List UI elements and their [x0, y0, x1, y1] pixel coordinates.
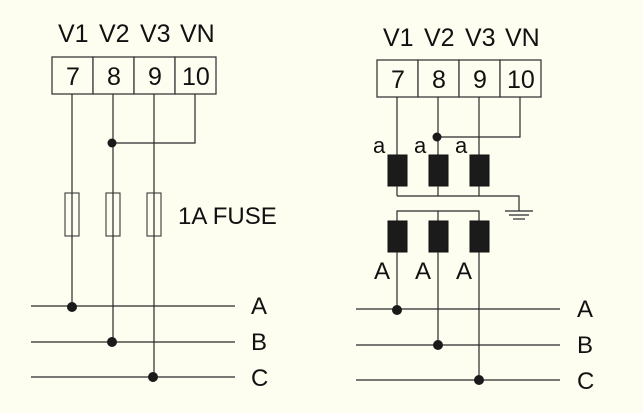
right-terminal-label-9: 9	[473, 66, 487, 94]
right-junction-a	[392, 305, 402, 315]
left-diagram: V1 V2 V3 VN 7 8 9 10 1A FUSE	[31, 20, 277, 392]
right-junction-c	[474, 375, 484, 385]
primary-label-3: A	[456, 258, 472, 285]
pt-primary-3	[469, 220, 490, 253]
left-wire-vn	[113, 94, 196, 144]
secondary-label-2: a	[414, 133, 427, 158]
secondary-label-3: a	[455, 133, 468, 158]
right-terminal-label-7: 7	[391, 66, 405, 94]
ground-icon	[505, 210, 533, 220]
left-terminal-label-10: 10	[182, 63, 210, 91]
right-junction-b	[433, 340, 443, 350]
left-terminal-label-8: 8	[107, 63, 121, 91]
left-junction-a	[67, 302, 77, 312]
right-header-v1: V1	[383, 24, 414, 52]
left-terminal-block: 7 8 9 10	[51, 56, 217, 95]
right-terminal-block: 7 8 9 10	[376, 59, 542, 98]
pt-secondary-3	[469, 154, 490, 187]
right-phase-label-a: A	[577, 296, 593, 323]
right-terminal-label-10: 10	[507, 66, 535, 94]
left-terminal-7	[51, 56, 94, 95]
right-phase-label-b: B	[577, 332, 593, 359]
right-junction-vn	[432, 132, 442, 142]
left-terminal-label-9: 9	[148, 63, 162, 91]
primary-label-1: A	[374, 258, 390, 285]
right-phase-label-c: C	[577, 368, 594, 395]
left-phase-label-c: C	[251, 365, 268, 392]
pt-primary-1	[387, 220, 408, 253]
right-wire-vn	[438, 97, 521, 138]
left-header-v3: V3	[140, 20, 171, 48]
right-secondary-common	[397, 195, 520, 211]
left-header-vn: VN	[180, 20, 215, 48]
left-junction-b	[107, 337, 117, 347]
left-junction-vn	[107, 138, 117, 148]
pt-primary-2	[428, 220, 449, 253]
right-terminal-9	[458, 59, 501, 98]
left-phase-label-a: A	[251, 293, 267, 320]
left-phase-label-b: B	[251, 329, 267, 356]
primary-label-2: A	[415, 258, 431, 285]
right-terminal-7	[376, 59, 419, 98]
pt-secondary-1	[387, 154, 408, 187]
right-header-vn: VN	[505, 24, 540, 52]
left-junction-c	[148, 372, 158, 382]
right-diagram: V1 V2 V3 VN 7 8 9 10 a a a	[356, 24, 594, 395]
left-terminal-10	[174, 56, 217, 95]
left-header-v1: V1	[58, 20, 89, 48]
left-header-v2: V2	[99, 20, 130, 48]
pt-secondary-2	[428, 154, 449, 187]
fuse-label: 1A FUSE	[178, 203, 277, 230]
right-terminal-label-8: 8	[432, 66, 446, 94]
secondary-label-1: a	[373, 133, 386, 158]
left-terminal-label-7: 7	[66, 63, 80, 91]
right-header-v3: V3	[465, 24, 496, 52]
right-header-v2: V2	[424, 24, 455, 52]
